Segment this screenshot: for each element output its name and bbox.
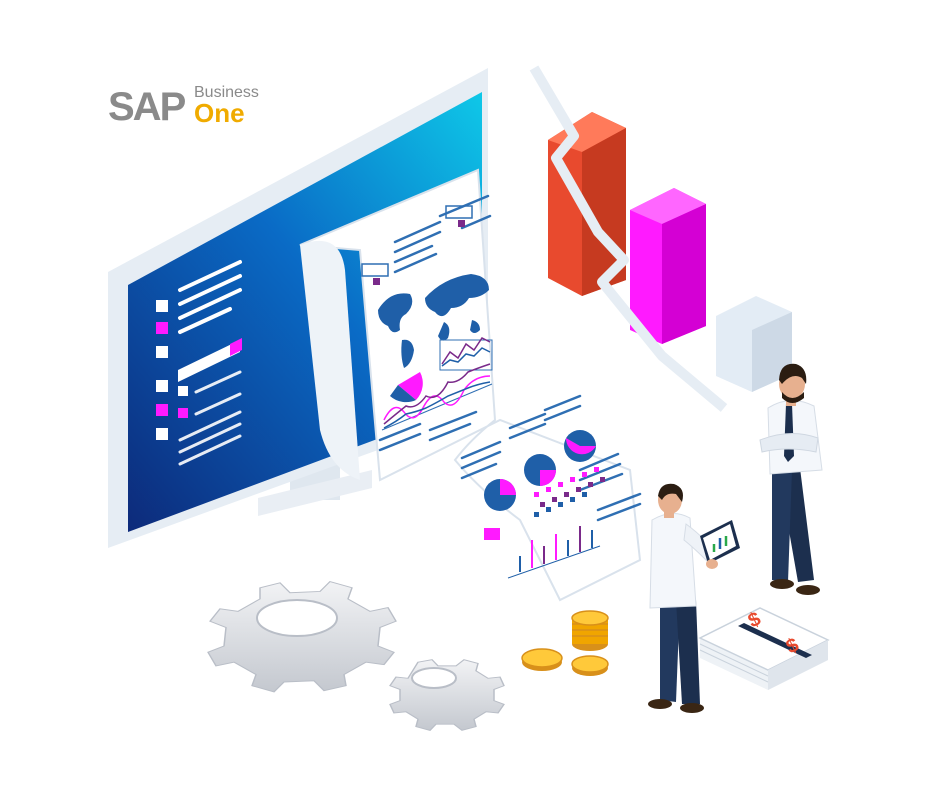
screen-input-bar — [178, 340, 240, 382]
monitor-base — [258, 470, 372, 516]
report-pie-charts — [484, 430, 596, 511]
report-line-chart — [439, 337, 493, 371]
report-wave-chart — [381, 363, 493, 431]
money-stack-icon: $ $ — [698, 607, 830, 690]
logo-sap-text: SAP — [108, 85, 186, 129]
screen-checkbox — [156, 380, 168, 392]
screen-menu — [156, 260, 242, 466]
logo-one-text: One — [194, 98, 245, 128]
report-dot-grid — [534, 467, 605, 517]
trend-line — [529, 65, 728, 412]
gear-large-icon — [207, 580, 397, 693]
screen-checkbox — [156, 300, 168, 312]
screen-checkbox — [156, 428, 168, 440]
report-pie-slice — [398, 372, 423, 400]
report-arrow-chart — [484, 526, 601, 579]
screen-checkbox — [156, 346, 168, 358]
world-map — [378, 274, 489, 368]
bar-chart-3d — [529, 65, 792, 412]
sap-business-one-logo: SAP Business One — [108, 84, 278, 132]
businessman-tablet — [648, 483, 740, 713]
screen-checkbox — [156, 322, 168, 334]
screen-checkbox — [156, 404, 168, 416]
coins-icon — [521, 610, 609, 676]
report-paper — [299, 168, 642, 602]
businessman-standing — [759, 363, 823, 595]
gear-small-icon — [389, 659, 505, 731]
logo-business-text: Business — [194, 84, 259, 101]
